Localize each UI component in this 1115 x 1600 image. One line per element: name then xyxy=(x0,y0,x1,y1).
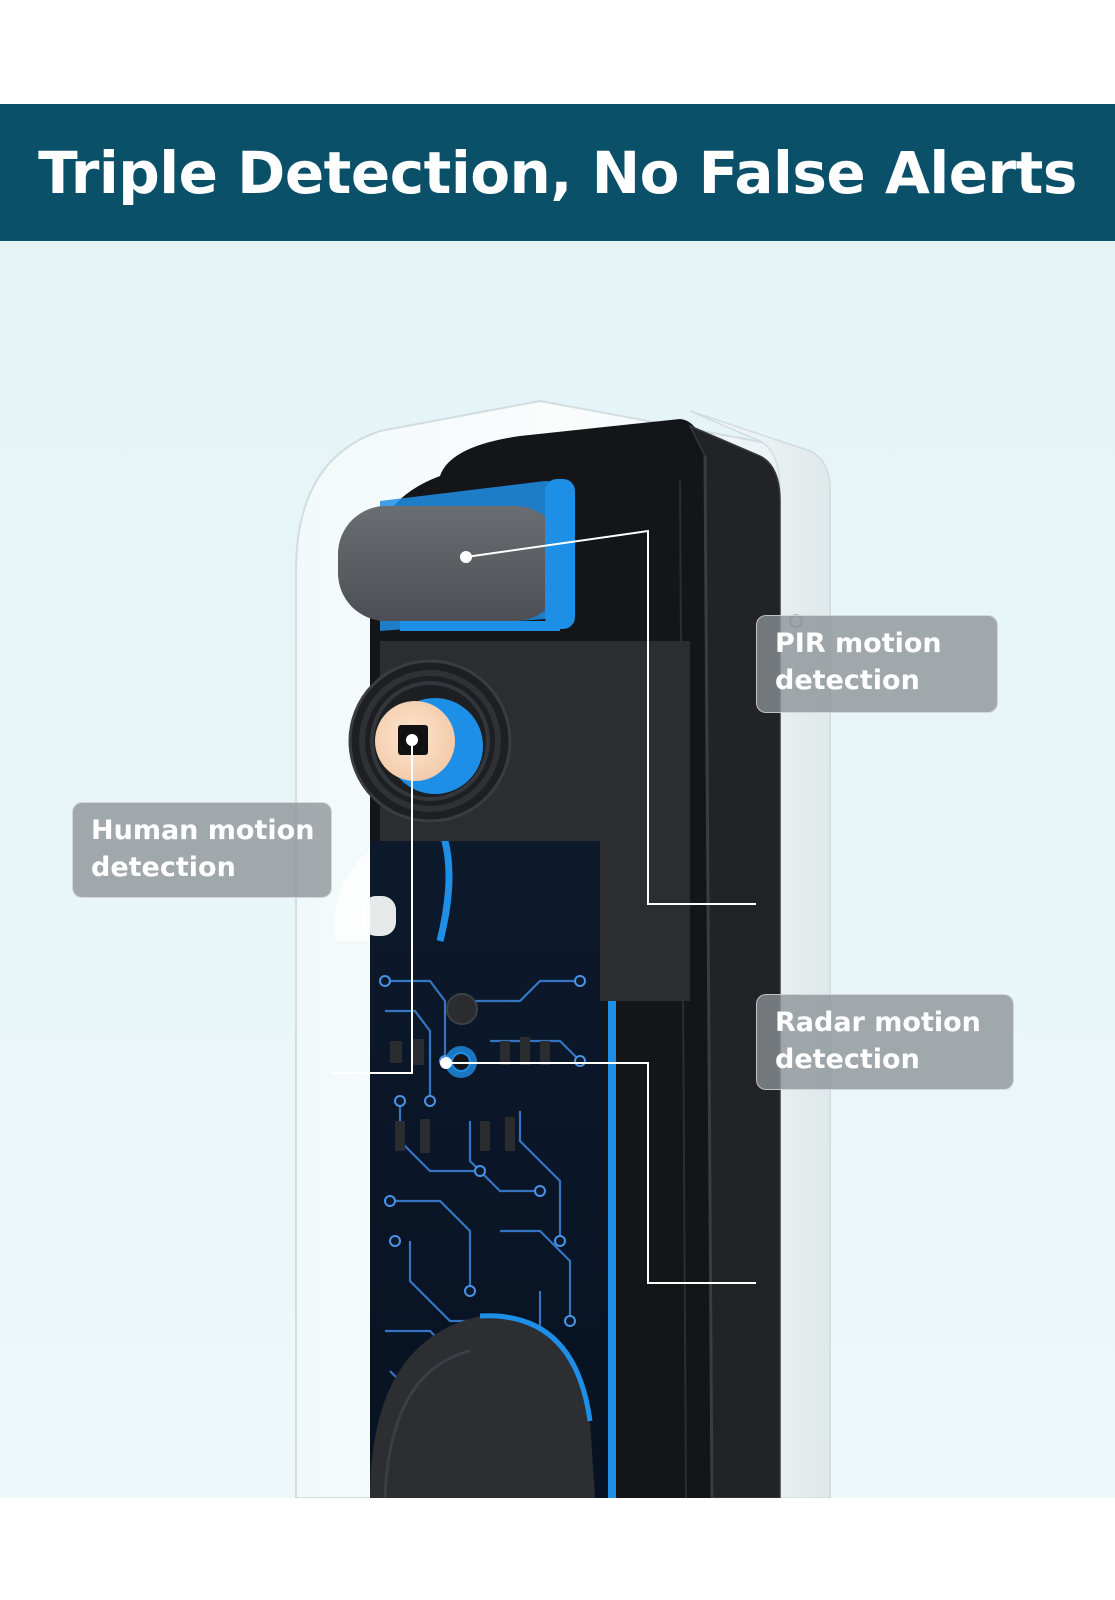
page-title: Triple Detection, No False Alerts xyxy=(38,138,1077,207)
pir-label-line1: PIR motion xyxy=(775,628,942,659)
pir-motion-detection-label: PIR motion detection xyxy=(756,615,998,713)
product-scene xyxy=(0,241,1115,1498)
human-label-line2: detection xyxy=(91,852,236,883)
callout-lines xyxy=(332,529,756,1284)
pir-label-line2: detection xyxy=(775,665,920,696)
human-label-line1: Human motion xyxy=(91,815,315,846)
title-banner: Triple Detection, No False Alerts xyxy=(0,104,1115,241)
radar-label-line2: detection xyxy=(775,1044,920,1075)
radar-motion-detection-label: Radar motion detection xyxy=(756,994,1014,1090)
radar-label-line1: Radar motion xyxy=(775,1007,981,1038)
human-motion-detection-label: Human motion detection xyxy=(72,802,332,898)
speaker xyxy=(370,1313,595,1498)
camera-lens xyxy=(348,659,512,823)
doorbell-cutaway-illustration xyxy=(295,399,831,1498)
